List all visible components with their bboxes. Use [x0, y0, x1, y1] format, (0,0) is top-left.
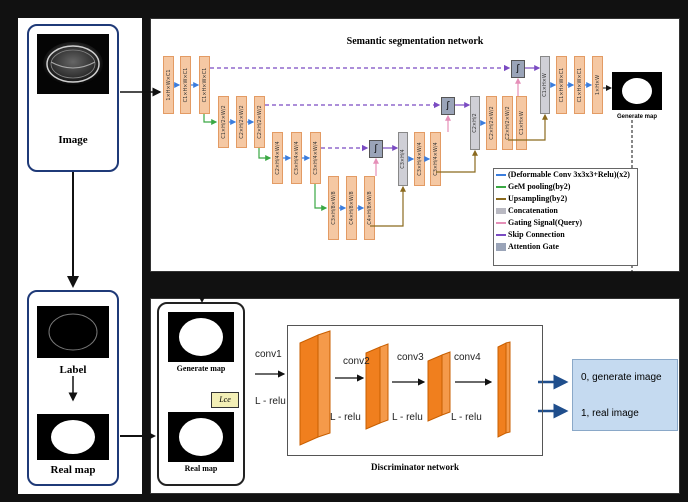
dec3-block-b: C3×H/4×W/4 — [430, 132, 441, 186]
realmap-label: Real map — [50, 464, 96, 476]
conv3-label: conv3 — [397, 352, 424, 363]
attention-gate-3: ʃ — [369, 140, 383, 158]
concat-2: C2×H/2 — [470, 96, 480, 150]
dec2-block-a: C2×H/2×W/2 — [486, 96, 497, 150]
generate-map-image — [612, 72, 662, 110]
lrelu1-label: L - relu — [255, 396, 286, 407]
conv-blocks — [299, 330, 511, 446]
enc2-block-a: C1×H/2×W/2 — [218, 96, 229, 148]
lrelu4-label: L - relu — [451, 412, 482, 423]
enc4-block-c: C4×H/8×W/8 — [364, 176, 375, 240]
disc-generate-map-label: Generate map — [176, 364, 226, 373]
disc-generate-map-image — [168, 312, 234, 362]
conv2-label: conv2 — [343, 356, 370, 367]
conv1-label: conv1 — [255, 349, 282, 360]
conv3-block-side — [441, 351, 451, 416]
ultrasound-picture — [37, 34, 109, 94]
dec1-block-c: 1×H×W — [592, 56, 603, 114]
label-image — [37, 306, 109, 358]
disc-generate-map-picture — [179, 318, 223, 356]
dec1-block-a: C1×H×W×C1 — [556, 56, 567, 114]
dec2-block-b: C2×H/2×W/2 — [502, 96, 513, 150]
enc4-block-b: C4×H/8×W/8 — [346, 176, 357, 240]
label-label: Label — [59, 364, 87, 376]
legend-item-attention: Attention Gate — [494, 241, 637, 253]
conv3-block — [427, 354, 443, 422]
ultrasound-image — [37, 34, 109, 94]
disc-real-map-label: Real map — [184, 464, 218, 473]
generate-map-label: Generate map — [616, 114, 658, 120]
attention-gate-1: ʃ — [511, 60, 525, 78]
enc4-block-a: C3×H/8×W/8 — [328, 176, 339, 240]
conv1-block-side — [317, 330, 331, 438]
enc3-block-a: C2×H/4×W/4 — [272, 132, 283, 184]
enc2-block-b: C2×H/2×W/2 — [236, 96, 247, 148]
map-pair-box: Generate map Lce Real map — [157, 302, 245, 486]
realmap-picture — [51, 420, 95, 454]
enc1-block-c: C1×H×W×C1 — [199, 56, 210, 114]
legend-item-concat: Concatenation — [494, 205, 637, 217]
disc-real-map-picture — [179, 418, 223, 456]
enc3-block-b: C3×H/4×W/4 — [291, 132, 302, 184]
conv1-block — [299, 334, 319, 446]
legend-item-gating: Gating Signal(Query) — [494, 217, 637, 229]
conv4-block — [497, 342, 507, 438]
segmentation-title: Semantic segmentation network — [346, 36, 484, 47]
output-generate: 0, generate image — [581, 372, 662, 383]
output-box: 0, generate image 1, real image — [572, 359, 678, 431]
conv4-block-side — [505, 341, 511, 434]
legend: (Deformable Conv 3x3x3+Relu)(x2) GeM poo… — [493, 168, 638, 266]
legend-item-gem: GeM pooling(by2) — [494, 181, 637, 193]
attention-gate-2: ʃ — [441, 97, 455, 115]
output-real: 1, real image — [581, 408, 639, 419]
label-picture — [48, 313, 98, 351]
dec1-block-b: C1×H×W×C1 — [574, 56, 585, 114]
discriminator-title: Discriminator network — [370, 462, 460, 472]
conv4-label: conv4 — [454, 352, 481, 363]
loss-label: Lce — [211, 392, 239, 408]
legend-item-skip: Skip Connection — [494, 229, 637, 241]
conv2-block-side — [379, 343, 389, 424]
disc-real-map-image — [168, 412, 234, 462]
image-box: Image — [27, 24, 119, 172]
generate-map-picture — [622, 78, 652, 104]
discriminator-network-box — [287, 325, 543, 456]
concat-3: C3×H/4 — [398, 132, 408, 186]
concat-1: C1×H×W — [540, 56, 550, 114]
realmap-image — [37, 414, 109, 460]
lrelu2-label: L - relu — [330, 412, 361, 423]
enc1-block-a: 1×H×W×C1 — [163, 56, 174, 114]
lrelu3-label: L - relu — [392, 412, 423, 423]
legend-item-upsampling: Upsampling(by2) — [494, 193, 637, 205]
legend-item-conv: (Deformable Conv 3x3x3+Relu)(x2) — [494, 169, 637, 181]
image-label: Image — [58, 134, 88, 146]
enc3-block-c: C3×H/4×W/4 — [310, 132, 321, 184]
enc2-block-c: C2×H/2×W/2 — [254, 96, 265, 148]
dec1-up-block: C1×H×W — [516, 96, 527, 150]
enc1-block-b: C1×H×W×C1 — [180, 56, 191, 114]
